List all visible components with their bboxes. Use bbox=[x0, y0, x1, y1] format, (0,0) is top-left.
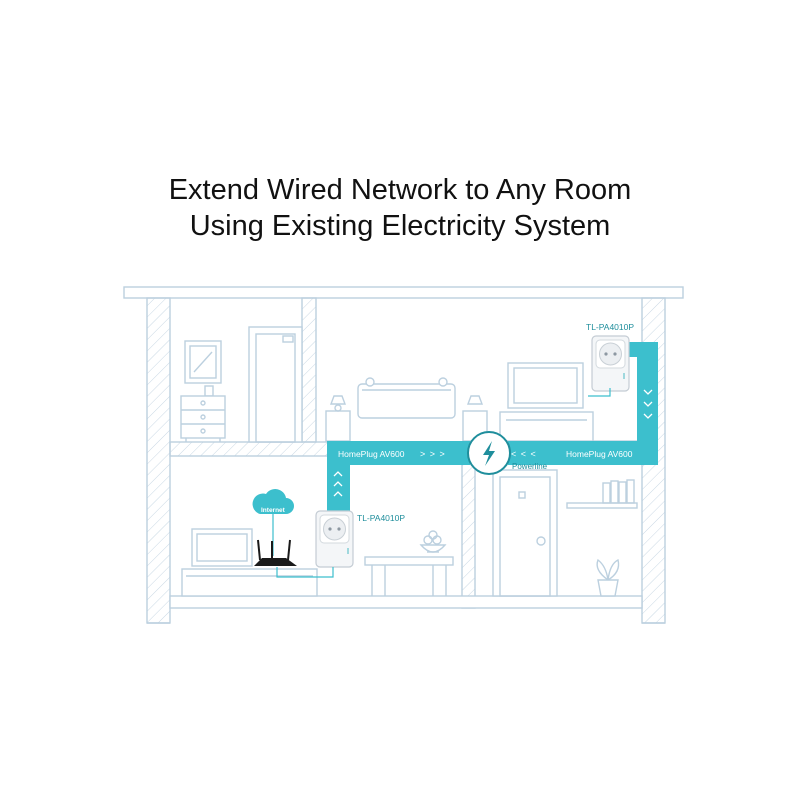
tv-cabinet-icon bbox=[499, 411, 594, 442]
powerline-band-left bbox=[327, 441, 470, 465]
socket-icon bbox=[599, 342, 622, 366]
arrows-right-label: > > > bbox=[420, 449, 446, 459]
roof-slab bbox=[123, 286, 684, 299]
lower-right-furniture bbox=[492, 469, 638, 597]
powerline-riser-right bbox=[637, 342, 658, 465]
side-table-icon bbox=[364, 556, 454, 566]
dresser-icon bbox=[180, 395, 226, 439]
plant-pot-icon bbox=[597, 579, 619, 597]
lower-interior-wall bbox=[461, 455, 476, 609]
left-wall bbox=[146, 297, 171, 624]
adapter-bottom-label: TL-PA4010P bbox=[357, 513, 405, 523]
ground-floor bbox=[169, 595, 643, 609]
plant-leaves-icon bbox=[596, 558, 620, 581]
powerline-network: HomePlug AV600 > > > < < < HomePlug AV60… bbox=[327, 342, 658, 514]
tv-stand-icon bbox=[181, 568, 318, 597]
socket-icon bbox=[323, 517, 346, 541]
link-label-right: HomePlug AV600 bbox=[566, 449, 633, 459]
tv-lower-icon bbox=[191, 528, 253, 567]
book-icon bbox=[602, 482, 611, 504]
powerline-adapter-top: TL-PA4010P bbox=[586, 322, 634, 397]
middle-floor-left bbox=[169, 441, 329, 457]
up-arrows-icon bbox=[333, 471, 343, 497]
tv-upper-icon bbox=[507, 362, 584, 409]
powerline-band-right bbox=[508, 441, 658, 465]
upper-left-furniture bbox=[180, 326, 303, 443]
title-line-2: Using Existing Electricity System bbox=[189, 210, 611, 242]
lamp-right-icon bbox=[466, 395, 484, 405]
internet-label: Internet bbox=[261, 507, 286, 514]
nightstand-left-icon bbox=[325, 410, 351, 442]
fruit-bowl-icon bbox=[419, 544, 447, 553]
powerline-adapter-bottom: TL-PA4010P bbox=[276, 510, 405, 578]
title-line-1: Extend Wired Network to Any Room bbox=[168, 174, 632, 206]
lightning-bolt-icon bbox=[483, 441, 495, 466]
lower-left-furniture bbox=[181, 528, 454, 597]
arrows-left-label: < < < bbox=[511, 449, 537, 459]
adapter-top-cable bbox=[588, 388, 611, 397]
router-group: Internet bbox=[252, 489, 297, 566]
down-arrows-icon bbox=[643, 389, 653, 419]
page-title: Extend Wired Network to Any Room Using E… bbox=[0, 172, 800, 244]
adapter-bottom-cable bbox=[276, 567, 334, 578]
lamp-left-icon bbox=[329, 395, 347, 405]
powerline-connector-top bbox=[623, 342, 658, 357]
router-icon bbox=[254, 558, 297, 566]
upper-interior-wall bbox=[301, 297, 317, 443]
link-label-left: HomePlug AV600 bbox=[338, 449, 405, 459]
wardrobe-door-icon bbox=[248, 326, 303, 443]
front-door-icon bbox=[492, 469, 558, 597]
powerline-label: Powerline bbox=[512, 462, 548, 471]
upper-right-furniture bbox=[325, 362, 594, 442]
wall-shelf-icon bbox=[566, 502, 638, 509]
adapter-top-label: TL-PA4010P bbox=[586, 322, 634, 332]
bed-headboard-icon bbox=[357, 383, 456, 419]
cloud-icon bbox=[252, 489, 294, 514]
